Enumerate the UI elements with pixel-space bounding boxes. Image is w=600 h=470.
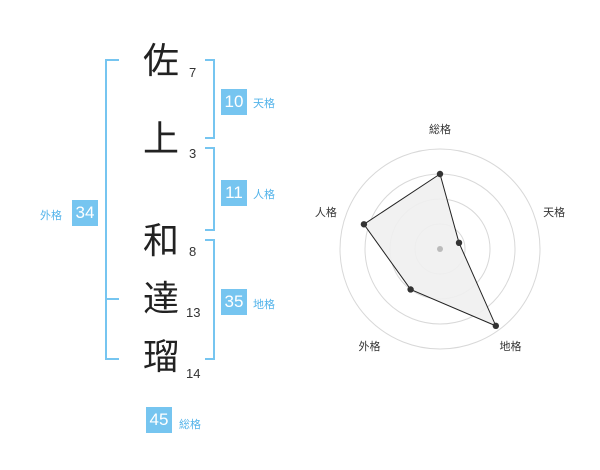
radar-data-area xyxy=(363,173,497,327)
name-char-5: 瑠 xyxy=(142,337,179,378)
stroke-count-3: 8 xyxy=(189,244,197,259)
gaikaku-value: 34 xyxy=(72,200,98,226)
tenkaku-value: 10 xyxy=(221,89,247,115)
stroke-count-5: 14 xyxy=(186,366,201,381)
radar-point-5 xyxy=(360,221,368,228)
jinkaku-value: 11 xyxy=(221,180,247,206)
chikaku-label: 地格 xyxy=(253,298,275,311)
radar-point-2 xyxy=(455,239,463,247)
jinkaku-label: 人格 xyxy=(253,188,275,201)
radar-axis-label-2: 天格 xyxy=(543,205,565,219)
gaikaku-label: 外格 xyxy=(40,209,62,222)
radar-point-3 xyxy=(492,322,500,330)
name-char-3: 和 xyxy=(142,221,179,262)
soukaku-label: 総格 xyxy=(179,418,201,431)
radar-point-4 xyxy=(407,286,414,293)
stroke-count-4: 13 xyxy=(186,305,201,320)
name-char-2: 上 xyxy=(142,119,179,160)
radar-axis-label-3: 地格 xyxy=(500,339,522,353)
stroke-count-1: 7 xyxy=(189,65,197,80)
radar-center xyxy=(437,246,443,252)
chikaku-value: 35 xyxy=(221,289,247,315)
name-char-1: 佐 xyxy=(142,41,179,82)
radar-point-1 xyxy=(436,170,444,178)
tenkaku-label: 天格 xyxy=(253,97,275,110)
radar-axis-label-4: 外格 xyxy=(358,339,380,353)
radar-data-points xyxy=(360,170,500,330)
radar-axis-label-1: 総格 xyxy=(429,122,451,136)
soukaku-value: 45 xyxy=(146,407,172,433)
name-char-4: 達 xyxy=(142,279,179,320)
radar-axis-label-5: 人格 xyxy=(315,205,337,219)
radar-ring-4 xyxy=(339,148,541,350)
stroke-count-2: 3 xyxy=(189,146,197,161)
